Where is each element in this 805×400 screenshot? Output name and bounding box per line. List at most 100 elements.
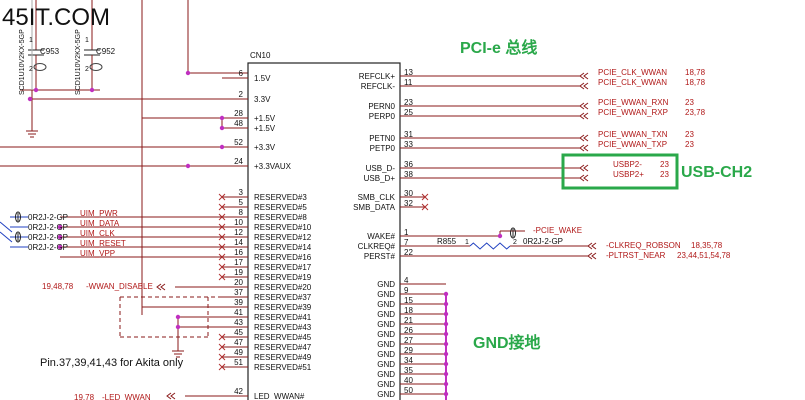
- no-connect-mark: [218, 353, 226, 361]
- net-page-ref: 18,78: [685, 68, 706, 77]
- pin-number: 25: [404, 108, 413, 117]
- pin-number: 21: [404, 316, 413, 325]
- offpage-arrow: [591, 252, 597, 260]
- cap-value: SCD1U10V2KX-5GP: [75, 29, 82, 95]
- pin-number: 29: [404, 346, 413, 355]
- pin-name: +1.5V: [254, 114, 276, 123]
- pin-number: 22: [404, 248, 413, 257]
- wire: [0, 231, 13, 243]
- pin-name: RESERVED#12: [254, 233, 312, 242]
- uim-net-label: UIM_VPP: [80, 249, 115, 258]
- pin-name: RESERVED#51: [254, 363, 312, 372]
- pin-number: 34: [404, 356, 413, 365]
- pin-name: +3.3VAUX: [254, 162, 292, 171]
- pin-number: 35: [404, 366, 413, 375]
- pin-number: 28: [234, 109, 243, 118]
- no-connect-mark: [421, 193, 429, 201]
- pin-name: RESERVED#10: [254, 223, 312, 232]
- pin-number: 8: [239, 208, 244, 217]
- pin-name: RESERVED#45: [254, 333, 312, 342]
- pin-name: GND: [377, 340, 395, 349]
- pin-number: 50: [404, 386, 413, 395]
- offpage-arrow: [166, 392, 172, 400]
- cap-marking-icon: [33, 63, 47, 71]
- pin-number: 11: [404, 78, 413, 87]
- pin-name: 1.5V: [254, 74, 271, 83]
- pin-name: GND: [377, 380, 395, 389]
- junction-dot: [219, 144, 225, 150]
- net-label: PCIE_WWAN_TXN: [598, 130, 668, 139]
- junction-dot: [443, 311, 449, 317]
- pin-name: GND: [377, 330, 395, 339]
- pin-number: 33: [404, 140, 413, 149]
- cap-ref: C952: [96, 47, 116, 56]
- pin-name: PETP0: [370, 144, 396, 153]
- pin-number: 23: [404, 98, 413, 107]
- pin-number: 10: [234, 218, 243, 227]
- wire-layer: [0, 0, 679, 400]
- pin-number: 1: [404, 228, 409, 237]
- offpage-arrow: [583, 174, 589, 182]
- pin-number: 12: [234, 228, 243, 237]
- net-page-ref: 23: [685, 98, 694, 107]
- no-connect-mark: [421, 203, 429, 211]
- uim-resistor-value: 0R2J-2-GP: [28, 213, 68, 222]
- junction-dot: [443, 341, 449, 347]
- junction-dot: [497, 233, 503, 239]
- pin-number: 51: [234, 358, 243, 367]
- pin-name: GND: [377, 390, 395, 399]
- resistor-pin: 2: [513, 239, 517, 246]
- pin-number: 48: [234, 119, 243, 128]
- pin-number: 49: [234, 348, 243, 357]
- junction-dot: [443, 351, 449, 357]
- pin-name: +3.3V: [254, 143, 276, 152]
- net-page-ref: 19,78: [74, 393, 95, 400]
- uim-net-label: UIM_RESET: [80, 239, 126, 248]
- pin-name: GND: [377, 370, 395, 379]
- no-connect-mark: [218, 363, 226, 371]
- pin-number: 39: [234, 298, 243, 307]
- net-page-ref: 23,44,51,54,78: [677, 251, 731, 260]
- net-label: PCIE_CLK_WWAN: [598, 68, 667, 77]
- watermark-text: 45IT.COM: [2, 4, 110, 31]
- resistor-body-icon: [15, 231, 21, 243]
- pin-name: USB_D-: [366, 164, 396, 173]
- pin-number: 17: [234, 258, 243, 267]
- usb-title: USB-CH2: [681, 164, 752, 181]
- cap-value: SCD1U10V2KX-5GP: [19, 29, 26, 95]
- pin-name: USB_D+: [364, 174, 396, 183]
- pin-name: 3.3V: [254, 95, 271, 104]
- pin-name: RESERVED#41: [254, 313, 312, 322]
- net-page-ref: 18,78: [685, 78, 706, 87]
- pin-number: 31: [404, 130, 413, 139]
- no-connect-mark: [218, 263, 226, 271]
- offpage-arrow: [579, 164, 585, 172]
- pin-number: 45: [234, 328, 243, 337]
- junction-layer: [27, 70, 503, 397]
- pin-number: 7: [404, 238, 409, 247]
- junction-dot: [33, 87, 39, 93]
- offpage-arrow: [579, 82, 585, 90]
- pin-number: 36: [404, 160, 413, 169]
- pin-name: PETN0: [369, 134, 395, 143]
- offpage-arrow: [587, 242, 593, 250]
- resistor-body-icon: [15, 211, 21, 223]
- net-page-ref: 18,35,78: [691, 241, 723, 250]
- pin-name: CLKREQ#: [358, 242, 396, 251]
- net-label: -CLKREQ_ROBSON: [606, 241, 681, 250]
- net-label: PCIE_WWAN_TXP: [598, 140, 667, 149]
- pin-name: LED_WWAN#: [254, 392, 305, 400]
- net-label: -PCIE_WAKE: [533, 226, 582, 235]
- note-text: Pin.37,39,41,43 for Akita only: [40, 357, 184, 369]
- pin-name: GND: [377, 300, 395, 309]
- pin-number: 24: [234, 157, 243, 166]
- net-label: PCIE_WWAN_RXN: [598, 98, 669, 107]
- pin-name: GND: [377, 360, 395, 369]
- offpage-arrow: [587, 252, 593, 260]
- pin-name: +1.5V: [254, 124, 276, 133]
- pcie-title: PCI-e 总线: [460, 38, 537, 57]
- pin-name: WAKE#: [367, 232, 395, 241]
- pin-number: 30: [404, 189, 413, 198]
